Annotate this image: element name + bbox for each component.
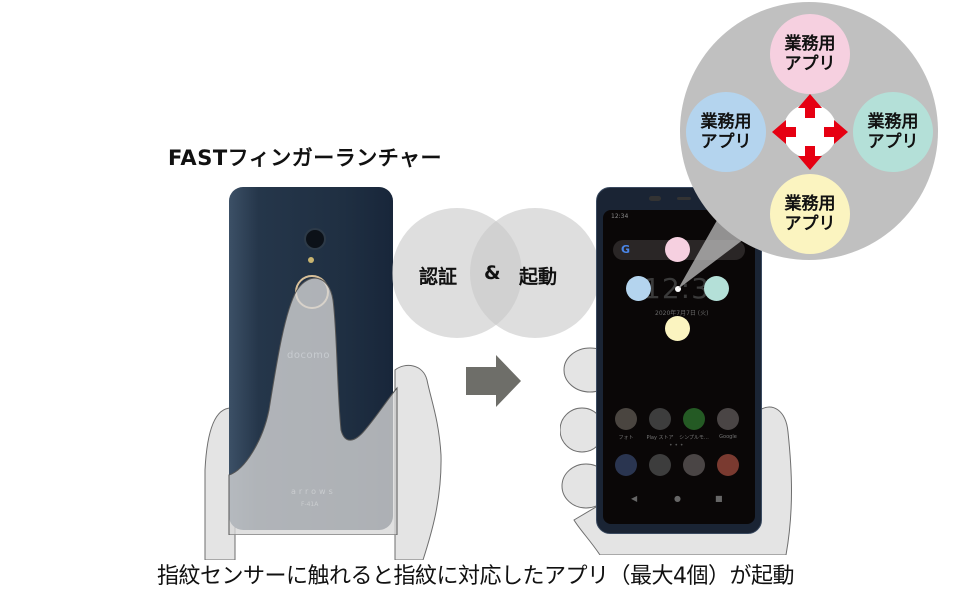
google-logo-icon: G	[621, 243, 631, 256]
status-time: 12:34	[611, 213, 629, 220]
speaker-grille	[677, 197, 691, 200]
google-folder-icon[interactable]	[717, 408, 739, 430]
venn-connector: &	[484, 262, 501, 284]
camera-icon[interactable]	[615, 454, 637, 476]
chrome-icon[interactable]	[717, 454, 739, 476]
venn-label-launch: 起動	[519, 266, 558, 288]
four-way-arrows-icon	[772, 94, 848, 170]
bubble-line1: 業務用	[784, 194, 836, 214]
home-icon[interactable]	[683, 408, 705, 430]
business-app-bubble-top: 業務用 アプリ	[770, 14, 850, 94]
nav-back-button[interactable]: ◀	[631, 494, 638, 503]
flash-icon	[308, 257, 314, 263]
bubble-line1: 業務用	[700, 112, 752, 132]
earpiece	[649, 196, 661, 201]
business-app-bubble-bottom: 業務用 アプリ	[770, 174, 850, 254]
app-label: Play ストア	[646, 435, 674, 441]
app-label: シンプルモ…	[679, 435, 709, 441]
shortcut-dot-left	[626, 276, 651, 301]
nav-home-button[interactable]: ●	[674, 494, 681, 503]
app-label: Google	[719, 434, 737, 440]
mail-icon[interactable]	[683, 454, 705, 476]
feature-title: FASTフィンガーランチャー	[168, 146, 443, 170]
flow-arrow-icon	[466, 355, 521, 407]
bubble-line1: 業務用	[784, 34, 836, 54]
shortcut-dot-right	[704, 276, 729, 301]
venn-circle-launch	[470, 208, 600, 338]
app-label: フォト	[618, 435, 634, 441]
lock-date: 2020年7月7日 (火)	[655, 310, 709, 317]
business-app-bubble-right: 業務用 アプリ	[853, 92, 933, 172]
bubble-line2: アプリ	[700, 132, 752, 152]
page-indicator: • • •	[669, 442, 684, 449]
caption: 指紋センサーに触れると指紋に対応したアプリ（最大4個）が起動	[157, 564, 795, 589]
finger-overlay	[228, 277, 398, 535]
bubble-line2: アプリ	[867, 132, 919, 152]
bubble-line2: アプリ	[784, 214, 836, 234]
nav-recent-button[interactable]: ■	[715, 494, 723, 503]
shortcut-dot-top	[665, 237, 690, 262]
play-store-icon[interactable]	[649, 408, 671, 430]
phone-icon[interactable]	[649, 454, 671, 476]
venn-label-auth: 認証	[419, 266, 458, 288]
photos-icon[interactable]	[615, 408, 637, 430]
bubble-line2: アプリ	[784, 54, 836, 74]
shortcut-dot-bottom	[665, 316, 690, 341]
business-app-bubble-left: 業務用 アプリ	[686, 92, 766, 172]
bubble-line1: 業務用	[867, 112, 919, 132]
camera-lens-icon	[304, 228, 326, 250]
